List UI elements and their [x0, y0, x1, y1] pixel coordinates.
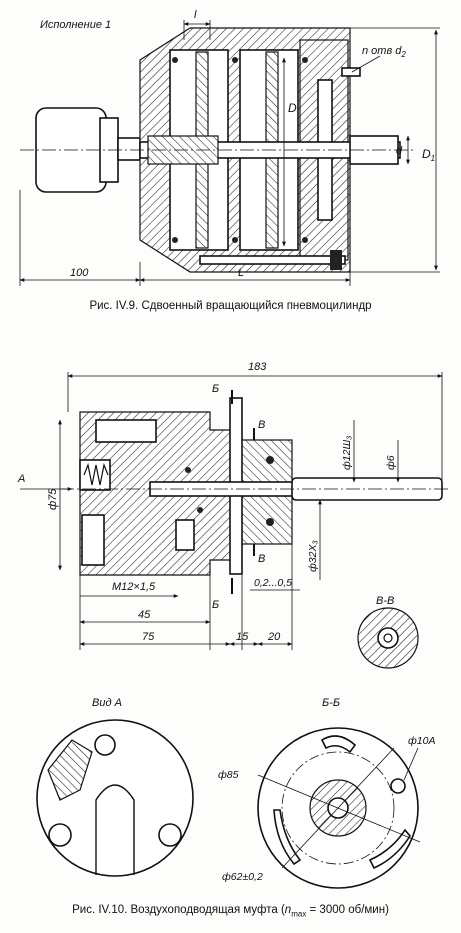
thread-label: M12×1,5 — [112, 581, 156, 593]
fig2-caption: Рис. IV.10. Воздухоподводящая муфта (nma… — [72, 904, 389, 919]
dim-45-label: 45 — [138, 609, 151, 621]
dim-L-label: L — [238, 267, 244, 279]
spring — [83, 462, 109, 486]
port-fitting — [341, 67, 361, 77]
dim-20-label: 20 — [267, 631, 281, 643]
section-BB-label: Б-Б — [322, 697, 340, 709]
dim-100-label: 100 — [70, 267, 89, 279]
view-A-slot — [95, 784, 135, 875]
seal — [197, 507, 203, 513]
phi85-label: ф85 — [218, 769, 239, 781]
section-VV-label: В-В — [376, 595, 394, 607]
section-BB-slot — [368, 828, 411, 870]
bolt-nut — [330, 250, 342, 270]
section-B-top-label: Б — [212, 383, 219, 395]
section-BB-slot — [273, 809, 302, 866]
view-A-fitting — [47, 739, 93, 801]
view-A-hole — [48, 823, 72, 847]
dim-l-label: l — [194, 9, 197, 21]
seal — [172, 237, 178, 243]
lower-fitting — [175, 519, 195, 551]
section-VV-bore — [377, 627, 399, 649]
section-BB-slot — [320, 735, 357, 754]
phi10-leader — [403, 747, 419, 781]
fig1-double-cylinder: Исполнение 1 l n отв d2 D D1 d 100 L — [19, 9, 440, 286]
fig2-air-coupling: 183 Б Б В В A ф75 ф12Ш₃ ф6 ф32Х₃ M12×1,5… — [17, 361, 450, 889]
holes-label: n отв d2 — [362, 45, 406, 59]
dim-d-label: d — [396, 145, 403, 157]
spring-chamber — [79, 459, 111, 491]
section-BB-hole-10 — [390, 778, 406, 794]
phi85-line — [257, 774, 421, 843]
dim-15-label: 15 — [236, 631, 249, 643]
seal — [172, 57, 178, 63]
seal — [185, 467, 191, 473]
section-VV-hole — [383, 633, 393, 643]
holes-leader — [351, 55, 381, 73]
phi62-line — [281, 747, 395, 869]
section-B-bottom-label: Б — [212, 599, 219, 611]
dim-183-label: 183 — [248, 361, 267, 373]
section-V-top-label: В — [258, 419, 265, 431]
view-A-arrow-label: A — [17, 473, 25, 485]
tie-bolt — [199, 255, 346, 265]
view-A-hole — [94, 734, 116, 756]
fig1-caption: Рис. IV.9. Сдвоенный вращающийся пневмоц… — [89, 300, 372, 312]
dim-phi75-label: ф75 — [47, 488, 59, 510]
phi10A-label: ф10А — [408, 735, 435, 747]
seal — [266, 456, 274, 464]
view-A-hole — [158, 823, 182, 847]
phi62-label: ф62±0,2 — [222, 871, 263, 883]
bottom-port — [81, 514, 105, 566]
dim-phi12-label: ф12Ш₃ — [341, 436, 353, 470]
seal — [266, 518, 274, 526]
dim-D1-label: D1 — [422, 147, 435, 163]
dim-phi6-label: ф6 — [385, 455, 397, 470]
section-V-bottom-label: В — [258, 553, 265, 565]
section-BB-pitch — [281, 751, 395, 865]
seal — [302, 57, 308, 63]
dim-D-label: D — [288, 101, 297, 115]
seal — [232, 237, 238, 243]
seal — [232, 57, 238, 63]
variant-label: Исполнение 1 — [40, 19, 111, 31]
dim-75-label: 75 — [142, 631, 155, 643]
coupling — [117, 137, 141, 161]
seal — [302, 237, 308, 243]
view-A-label: Вид А — [92, 697, 122, 709]
dim-phi32-label: ф32Х₃ — [307, 540, 319, 572]
gap-label: 0,2...0,5 — [254, 577, 292, 589]
top-port — [95, 419, 157, 443]
